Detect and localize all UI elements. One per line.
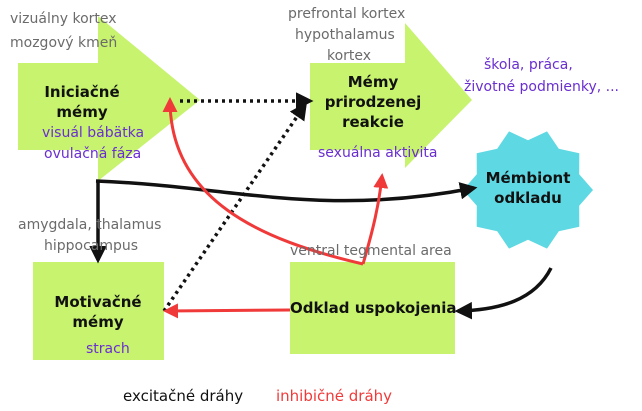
inhibitory-arrow-delay-to-natural — [361, 173, 389, 265]
excitatory-arrow-membiont-to-delay — [454, 267, 553, 320]
natural-reaction-node-title: Mémy prirodzenej reakcie — [318, 72, 428, 132]
initiation-brain-region-1: vizuálny kortex — [10, 11, 117, 27]
inhibitory-arrow-delay-to-motivation — [163, 303, 291, 319]
natural-trigger: sexuálna aktivita — [318, 145, 438, 161]
motivation-trigger: strach — [86, 341, 130, 357]
natural-reaction-node-shape — [310, 23, 472, 168]
excitatory-arrow-motivation-to-natural — [162, 102, 307, 312]
membiont-node-shape — [463, 131, 593, 249]
excitatory-arrow-initiation-to-membiont — [95, 179, 478, 203]
environment-label-2: životné podmienky, ... — [464, 79, 620, 95]
initiation-brain-region-2: mozgový kmeň — [10, 35, 118, 51]
natural-title-line1: Mémy — [347, 73, 399, 91]
motivation-node-title: Motivačné mémy — [48, 292, 148, 332]
natural-brain-region-2: hypothalamus — [295, 27, 395, 43]
initiation-trigger-1: visuál bábätka — [42, 125, 145, 141]
inhibitory-arrow-delay-to-initiation — [162, 97, 364, 266]
membiont-title-line2: odkladu — [494, 189, 562, 207]
natural-title-line2: prirodzenej — [324, 93, 422, 111]
natural-brain-region-3: kortex — [327, 48, 372, 64]
delay-brain-region: ventral tegmental area — [290, 243, 452, 259]
natural-title-line3: reakcie — [342, 113, 404, 131]
initiation-title-line1: Iniciačné — [44, 83, 120, 101]
initiation-trigger-2: ovulačná fáza — [44, 146, 142, 162]
motivation-brain-region-1: amygdala, thalamus — [18, 217, 162, 233]
membiont-node-title: Mémbiont odkladu — [482, 168, 574, 208]
initiation-title-line2: mémy — [56, 103, 108, 121]
legend-inhibitory: inhibičné dráhy — [276, 387, 393, 405]
delay-node-title: Odklad uspokojenia — [290, 299, 457, 317]
delay-node-shape — [290, 262, 455, 354]
motivation-title-line1: Motivačné — [54, 293, 142, 311]
environment-label-1: škola, práca, — [484, 57, 573, 73]
motivation-node-shape — [33, 262, 164, 360]
motivation-brain-region-2: hippocampus — [44, 238, 139, 254]
initiation-node-shape — [18, 16, 200, 181]
initiation-node-title: Iniciačné mémy — [36, 82, 128, 122]
membiont-title-line1: Mémbiont — [485, 169, 571, 187]
legend-excitatory: excitačné dráhy — [123, 387, 244, 405]
natural-brain-region-1: prefrontal kortex — [288, 6, 406, 22]
motivation-title-line2: mémy — [72, 313, 124, 331]
